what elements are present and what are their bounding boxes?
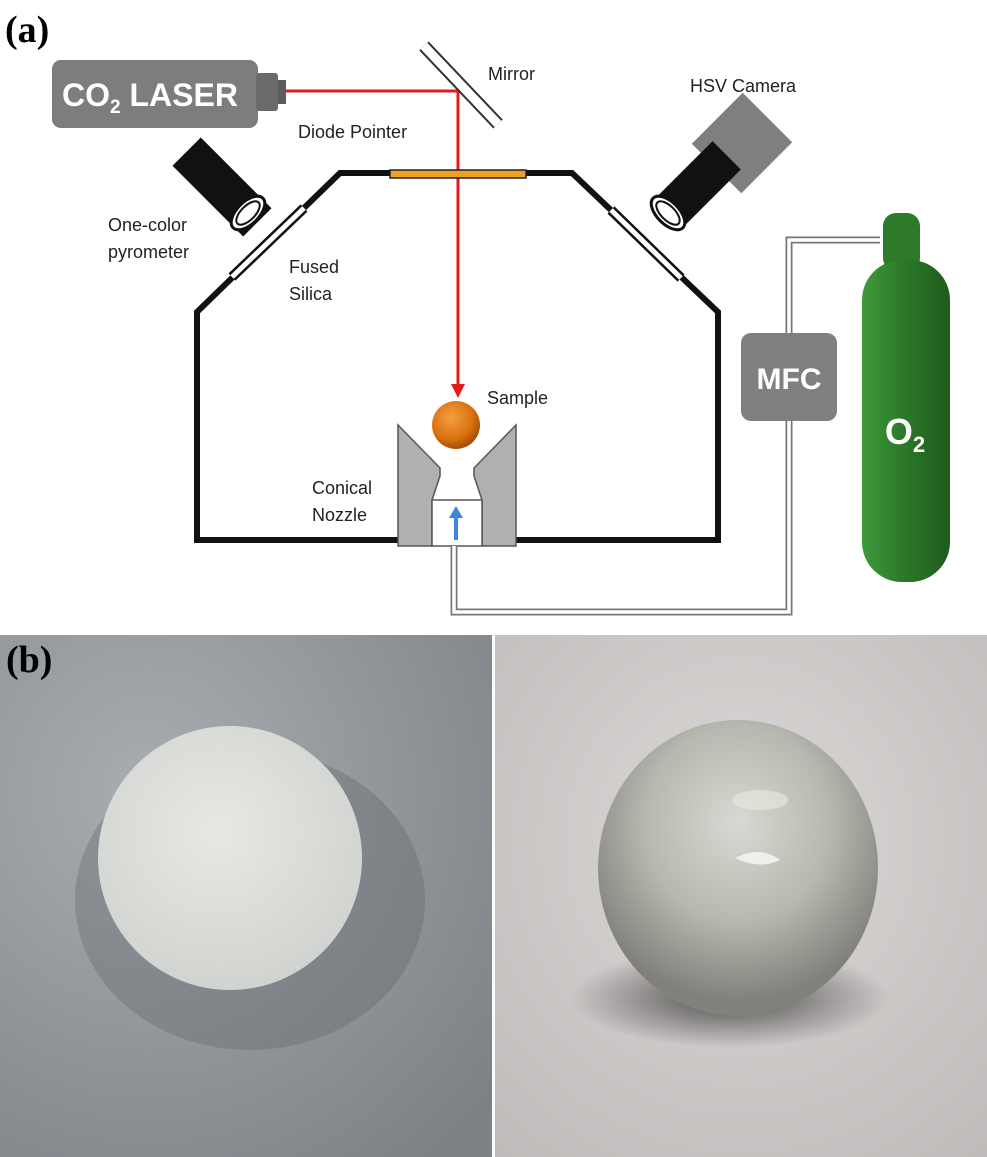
pyrometer-label-line1: One-color	[108, 215, 187, 235]
fused-silica-label-line1: Fused	[289, 257, 339, 277]
photo-left	[0, 635, 492, 1157]
hsv-camera	[649, 92, 793, 232]
chamber-outline	[194, 170, 721, 543]
laser-beam	[286, 89, 465, 398]
top-window	[389, 169, 527, 179]
nozzle-label-line1: Conical	[312, 478, 372, 498]
co2-laser: CO2 LASER	[52, 60, 286, 128]
hsv-camera-label: HSV Camera	[690, 76, 797, 96]
mirror	[419, 41, 503, 129]
glass-bead	[598, 720, 878, 1016]
photo-right	[495, 635, 987, 1157]
fused-silica-window-right	[607, 206, 685, 282]
oxygen-label: O2	[885, 411, 925, 457]
pyrometer	[172, 137, 272, 237]
fused-silica-label-line2: Silica	[289, 284, 333, 304]
pyrometer-label-line2: pyrometer	[108, 242, 189, 262]
sample-label: Sample	[487, 388, 548, 408]
oxygen-tank	[862, 213, 950, 582]
panel-b-label: (b)	[6, 639, 52, 681]
gas-line-outer	[450, 236, 880, 616]
mfc-label: MFC	[757, 363, 822, 396]
mirror-label: Mirror	[488, 64, 535, 84]
nozzle-label-line2: Nozzle	[312, 505, 367, 525]
laser-label: CO2 LASER	[62, 77, 238, 118]
gas-flow-arrow	[449, 506, 463, 518]
fused-silica-window-left	[228, 204, 308, 281]
ceramic-disc	[98, 726, 362, 990]
conical-nozzle	[397, 423, 517, 547]
sample-sphere	[432, 401, 480, 449]
diode-pointer-label: Diode Pointer	[298, 122, 407, 142]
mfc-box	[741, 333, 837, 421]
panel-a-label: (a)	[5, 9, 49, 51]
gas-line-inner	[452, 238, 880, 614]
